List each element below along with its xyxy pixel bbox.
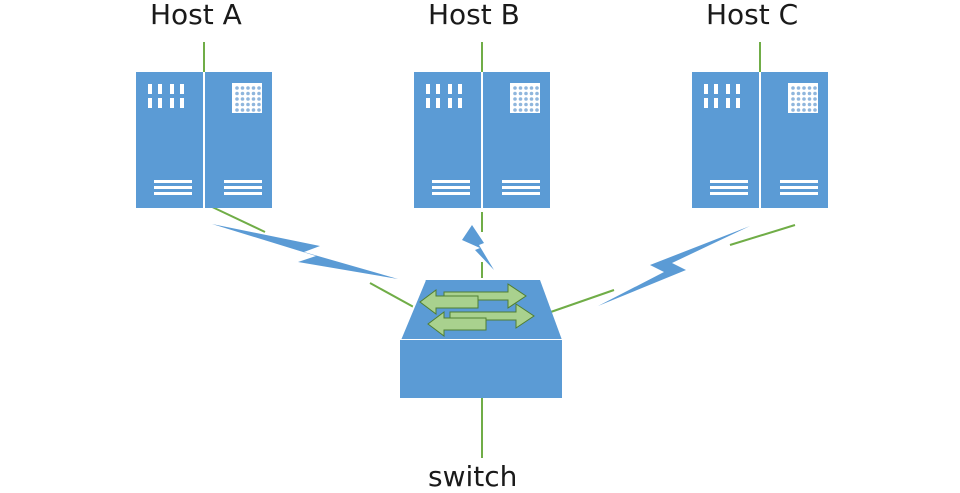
link-c-lower [544, 289, 615, 315]
host-b-label: Host B [428, 0, 520, 31]
host-a-label: Host A [150, 0, 242, 31]
host-uplink-lines [203, 42, 761, 72]
host-a-server-icon [135, 71, 273, 209]
link-lines [207, 204, 796, 458]
switch-label: switch [428, 460, 518, 493]
lightning-bolt-icon-b [462, 225, 494, 270]
link-c-upper [729, 224, 796, 246]
host-c-label: Host C [706, 0, 799, 31]
lightning-bolt-icon-c [598, 226, 750, 306]
network-switch-icon [398, 279, 562, 398]
link-a-upper [207, 204, 266, 233]
host-c-server-icon [691, 71, 829, 209]
host-b-server-icon [413, 71, 551, 209]
lightning-bolt-icon-a [212, 224, 398, 279]
